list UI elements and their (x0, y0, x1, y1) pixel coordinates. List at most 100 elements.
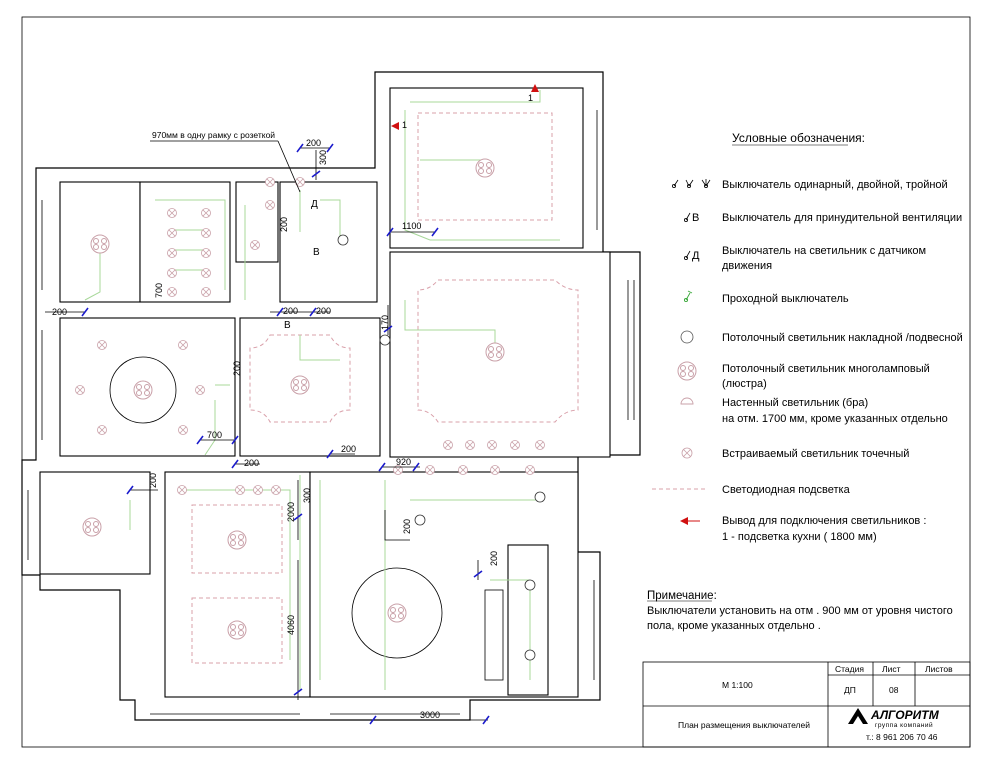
legend-title: Условные обозначения: (732, 131, 865, 145)
led-ceiling-hall (417, 112, 553, 221)
legend-label-pass: Проходной выключатель (722, 293, 849, 305)
spot-light-icon (271, 485, 281, 495)
dim-920: 920 (396, 457, 411, 467)
dim-200-door: 200 (402, 519, 412, 534)
led-ceiling-big (417, 279, 579, 423)
dim-2000: 2000 (286, 502, 296, 522)
spot-light-icon (458, 465, 468, 475)
dim-700-living: 700 (207, 430, 222, 440)
led-ceiling-round-left (109, 356, 177, 424)
note-line-2: пола, кроме указанных отдельно . (647, 620, 821, 632)
dim-3000: 3000 (420, 710, 440, 720)
dim-200-mid-b: 200 (316, 306, 331, 316)
room-center-top (279, 181, 378, 303)
drawing-title: План размещения выключателей (678, 720, 810, 730)
company-name: АЛГОРИТМ (870, 708, 940, 722)
dimensions: 200 300 200 1100 200 700 200 200 170 200… (45, 138, 499, 725)
spot-light-icon (681, 447, 693, 459)
stage-value: ДП (844, 685, 856, 695)
dim-700-left: 700 (154, 283, 164, 298)
title-block (642, 661, 971, 748)
company-phone: т.: 8 961 206 70 46 (866, 732, 938, 742)
sheets-header: Листов (925, 664, 953, 674)
legend-label-output-2: 1 - подсветка кухни ( 1800 мм) (722, 531, 877, 543)
switch-vent-mark-a: В (313, 247, 320, 258)
dim-200-mid-a: 200 (283, 306, 298, 316)
scale: М 1:100 (722, 680, 753, 690)
led-ceiling-bm-2 (191, 597, 283, 664)
spot-light-icon (525, 465, 535, 475)
spot-light-icon (253, 485, 263, 495)
dim-1100: 1100 (402, 221, 421, 231)
legend-label-output: Вывод для подключения светильников : (722, 515, 926, 527)
legend-label-vent: Выключатель для принудительной вентиляци… (722, 212, 962, 224)
spot-light-icon (167, 248, 177, 258)
company-subtitle: группа компаний (875, 721, 933, 729)
wiring (84, 90, 560, 690)
spot-light-icon (201, 268, 211, 278)
dim-200-bl: 200 (148, 473, 158, 488)
switch-motion-letter: Д (692, 250, 700, 262)
legend-label-motion: Выключатель на светильник с датчиком (722, 245, 926, 257)
spot-light-icon (178, 340, 188, 350)
spot-light-icon (250, 240, 260, 250)
spot-light-icon (201, 248, 211, 258)
switch-motion-icon (684, 250, 691, 260)
switch-123-icon (672, 179, 711, 188)
switch-motion-mark: Д (311, 199, 318, 210)
chandelier-icon (677, 361, 697, 381)
spot-light-icon (265, 177, 275, 187)
spot-light-icon (201, 228, 211, 238)
spot-light-icon (425, 465, 435, 475)
spot-light-icon (177, 485, 187, 495)
door-swing (384, 510, 410, 541)
note: Примечание: Выключатели установить на от… (647, 590, 953, 632)
spot-light-icon (487, 440, 497, 450)
output-arrow-icon (391, 122, 399, 130)
spot-light-icon (97, 340, 107, 350)
callout-note: 970мм в одну рамку с розеткой (152, 130, 275, 140)
spot-light-icon (167, 268, 177, 278)
dim-200-top: 200 (306, 138, 321, 148)
switch-vent-icon (684, 212, 691, 222)
stage-header: Стадия (835, 664, 864, 674)
output-arrow-icon (531, 84, 539, 92)
spot-light-icon (295, 177, 305, 187)
ceiling-lights (337, 234, 546, 661)
spot-light-icon (393, 465, 403, 475)
switch-vent-mark-b: В (284, 320, 291, 331)
callout-leader (277, 140, 301, 193)
dim-300-top: 300 (318, 150, 328, 165)
legend-label-chandelier-2: (люстра) (722, 378, 767, 390)
dim-200-hall-a: 200 (244, 458, 259, 468)
legend-label-chandelier: Потолочный светильник многоламповый (722, 363, 930, 375)
sheet-header: Лист (882, 664, 901, 674)
spot-light-icon (265, 200, 275, 210)
dim-200-left: 200 (52, 307, 67, 317)
spot-light-icon (195, 385, 205, 395)
wall-light-icon (680, 397, 694, 405)
dim-200-hall-b: 200 (341, 444, 356, 454)
spot-light-icon (490, 465, 500, 475)
room-corridor-spots (139, 181, 231, 303)
spot-light-icon (167, 208, 177, 218)
led-ceiling-round-right (351, 567, 443, 659)
spot-light-icon (535, 440, 545, 450)
floor-plan: 200 300 200 1100 200 700 200 200 170 200… (21, 71, 641, 725)
stair-block (484, 589, 504, 681)
legend-label-wall-2: на отм. 1700 мм, кроме указанных отдельн… (722, 413, 948, 425)
spot-light-icon (167, 287, 177, 297)
chandeliers (82, 158, 505, 640)
legend: Условные обозначения: В Д Выкл (652, 131, 963, 543)
spot-light-icon (465, 440, 475, 450)
spot-light-icon (75, 385, 85, 395)
legend-label-wall: Настенный светильник (бра) (722, 397, 868, 409)
legend-label-motion-2: движения (722, 260, 772, 272)
room-bottom-narrow (507, 544, 549, 696)
ceiling-light-icon (680, 330, 694, 344)
dim-200-bath: 200 (279, 217, 289, 232)
dim-300-bm: 300 (302, 488, 312, 503)
company-logo-icon (848, 708, 868, 724)
dim-200-living: 200 (232, 361, 242, 376)
